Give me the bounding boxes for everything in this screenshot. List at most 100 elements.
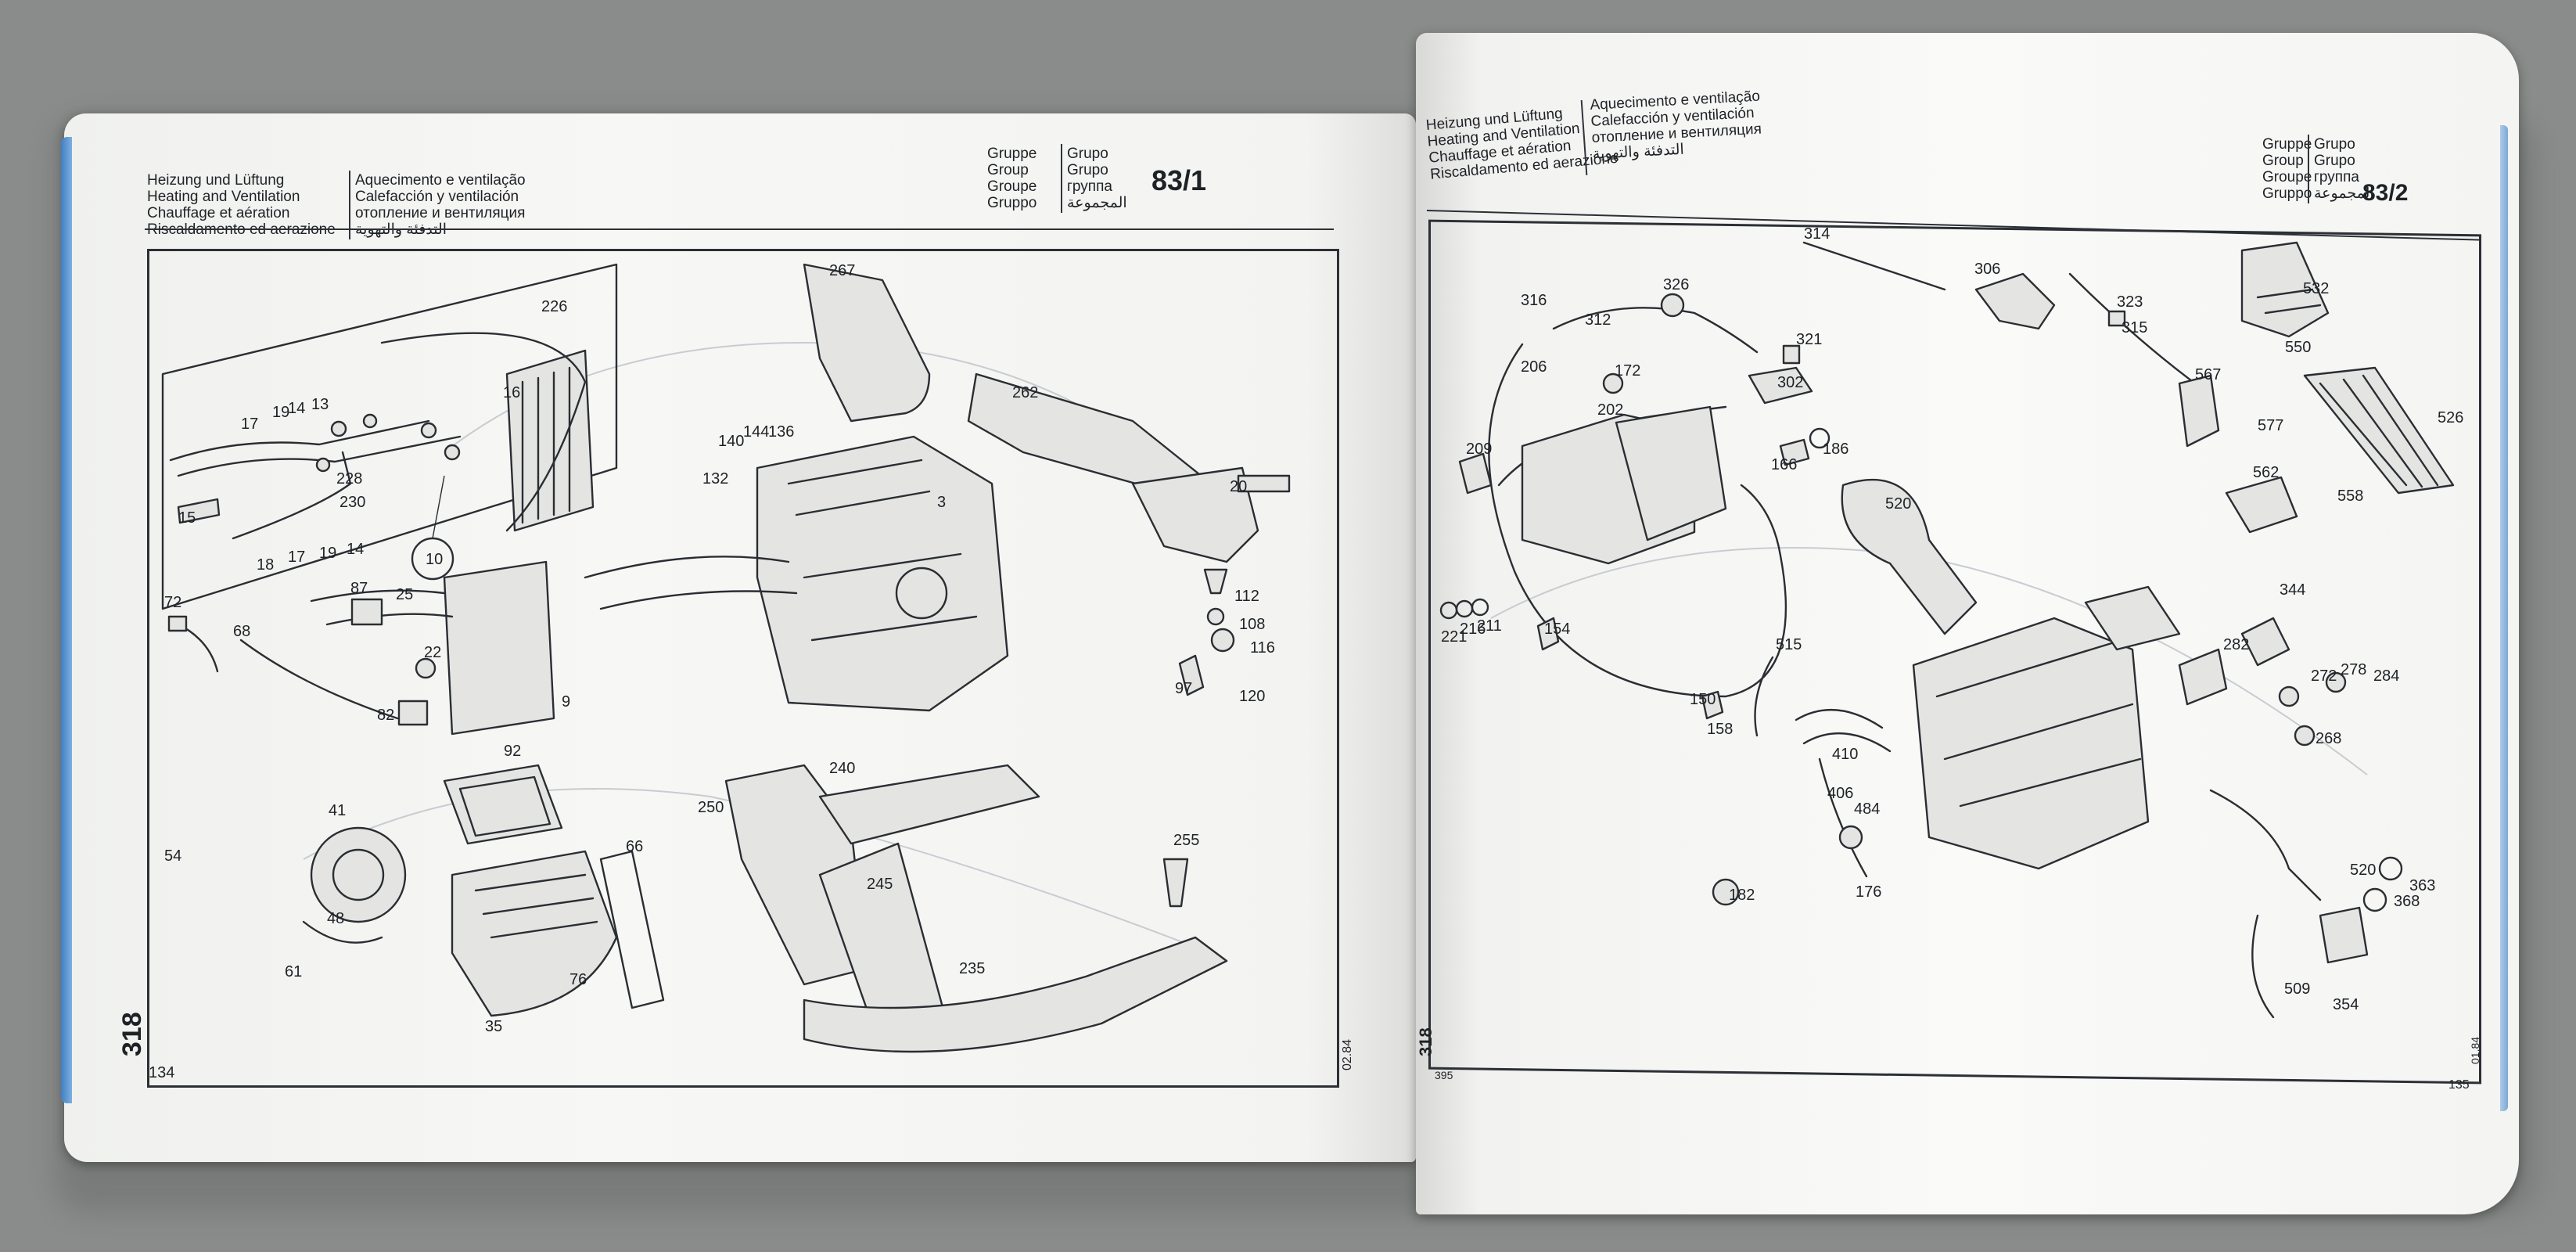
group-separator	[1061, 144, 1062, 213]
group-label: Gruppe	[2262, 136, 2312, 153]
part-callout-206: 206	[1521, 358, 1547, 376]
grille-526	[2303, 366, 2455, 495]
hose-406	[1818, 757, 1868, 878]
left-diagram-frame	[147, 249, 1339, 1088]
filter-inner	[458, 775, 551, 837]
screw	[177, 498, 221, 524]
part-callout-10: 10	[426, 551, 443, 568]
screw-112	[1203, 568, 1228, 595]
bracket-562	[2225, 476, 2298, 534]
group-label: Grupo	[1067, 162, 1108, 178]
part-callout-245: 245	[867, 876, 893, 893]
left-date-code: 02.84	[1341, 1038, 1354, 1070]
part-callout-562: 562	[2253, 464, 2279, 481]
part-callout-267: 267	[829, 262, 855, 279]
part-callout-17: 17	[288, 549, 305, 566]
control-cable-312	[1552, 307, 1759, 354]
heater-box	[756, 435, 1009, 712]
group-label: المجموعة	[2314, 185, 2374, 202]
hose-410	[1795, 708, 1892, 753]
group-label: Group	[2262, 153, 2304, 169]
pipes-lower	[310, 589, 454, 626]
switch-166	[1779, 438, 1810, 466]
bracket-567	[2178, 374, 2220, 448]
part-callout-255: 255	[1173, 832, 1199, 849]
part-callout-97: 97	[1175, 680, 1192, 697]
part-callout-54: 54	[164, 847, 181, 865]
part-callout-410: 410	[1832, 746, 1858, 763]
part-callout-202: 202	[1597, 401, 1623, 419]
duct-240	[818, 764, 1040, 845]
part-callout-17: 17	[241, 416, 258, 433]
part-282	[2178, 648, 2228, 706]
part-callout-272: 272	[2311, 667, 2337, 685]
part-callout-82: 82	[377, 707, 394, 724]
part-callout-172: 172	[1615, 362, 1640, 380]
right-callout-labels: 3143063233163123263155322063211723025505…	[1441, 225, 2463, 1013]
group-label: المجموعة	[1067, 195, 1127, 211]
part-callout-116: 116	[1250, 639, 1275, 657]
part-callout-268: 268	[2316, 730, 2341, 747]
part-callout-302: 302	[1777, 374, 1803, 391]
right-group-labels: Gruppe Group Groupe Gruppo	[2262, 136, 2312, 202]
part-callout-484: 484	[1854, 800, 1880, 818]
part-callout-250: 250	[698, 799, 724, 816]
part-callout-15: 15	[178, 509, 196, 527]
part-callout-166: 166	[1771, 456, 1797, 473]
clip-321	[1782, 344, 1801, 365]
relay-87	[350, 598, 383, 626]
title-en: Heating and Ventilation	[147, 189, 300, 205]
screw-326	[1660, 293, 1685, 318]
clamp	[420, 422, 437, 439]
clip-323	[2107, 310, 2126, 327]
title-de: Heizung und Lüftung	[147, 172, 285, 189]
clip-158	[1701, 690, 1724, 720]
book-edge	[61, 137, 72, 1103]
part-callout-262: 262	[1012, 384, 1038, 401]
part-callout-406: 406	[1827, 785, 1853, 802]
part-callout-567: 567	[2195, 366, 2221, 383]
clip-16	[1237, 474, 1291, 493]
bracket-20	[1131, 466, 1259, 563]
part-callout-182: 182	[1729, 887, 1755, 904]
right-page-number: 135	[2448, 1078, 2470, 1092]
part-callout-112: 112	[1234, 588, 1259, 605]
part-callout-509: 509	[2284, 980, 2310, 998]
control-lever-306	[1974, 272, 2056, 330]
part-callout-354: 354	[2333, 996, 2359, 1013]
part-callout-520: 520	[2350, 862, 2376, 879]
clip-97	[1178, 654, 1205, 696]
part-callout-235: 235	[959, 960, 985, 977]
part-callout-120: 120	[1239, 688, 1265, 705]
title-fr: Chauffage et aération	[147, 205, 290, 221]
part-callout-363: 363	[2409, 877, 2435, 894]
heater-core-inset-box	[161, 263, 618, 610]
right-parts-diagram: 3143063233163123263155322063211723025505…	[1439, 225, 2463, 1019]
relay-82	[397, 700, 429, 726]
part-callout-515: 515	[1776, 636, 1802, 653]
part-callout-61: 61	[285, 963, 302, 980]
vent-flap-ribs	[2256, 288, 2322, 315]
part-callout-230: 230	[340, 494, 365, 511]
group-label: Gruppo	[987, 195, 1037, 211]
grommet-363	[2378, 856, 2403, 881]
part-callout-87: 87	[350, 580, 368, 597]
left-page-number: 134	[149, 1064, 175, 1081]
bolt-182	[1712, 878, 1740, 906]
part-callout-284: 284	[2373, 667, 2399, 685]
heater-core-fins	[521, 366, 571, 524]
part-callout-158: 158	[1707, 721, 1733, 738]
actuator-172	[1602, 372, 1624, 394]
part-callout-14: 14	[288, 400, 305, 417]
part-callout-314: 314	[1804, 225, 1830, 243]
heater-box-ribs	[1935, 640, 2142, 808]
group-label: Groupe	[987, 178, 1037, 195]
clamp	[315, 457, 331, 473]
group-label: Grupo	[1067, 146, 1108, 162]
hose-509	[2251, 914, 2275, 1019]
heater-core	[505, 349, 595, 532]
title-ru: отопление и вентиляция	[355, 205, 526, 221]
right-section-code-small: 395	[1435, 1069, 1453, 1081]
part-callout-76: 76	[569, 971, 587, 988]
